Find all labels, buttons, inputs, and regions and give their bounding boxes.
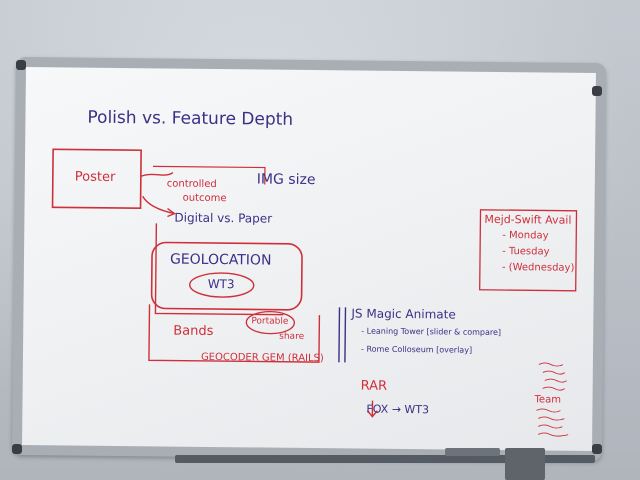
mejd-box (479, 209, 578, 292)
img-size-label: IMG size (256, 171, 316, 189)
share-label: share (279, 331, 305, 342)
bands-label: Bands (173, 323, 214, 340)
wt3-oval (189, 272, 255, 298)
frame-corner (12, 444, 22, 454)
geolocation-box (150, 241, 303, 311)
whiteboard: Polish vs. Feature Depth Poster controll… (22, 67, 596, 451)
digital-vs-paper-label: Digital vs. Paper (174, 210, 273, 226)
js-item-2: - Rome Colloseum [overlay] (361, 344, 473, 355)
eraser (445, 448, 500, 456)
js-title: JS Magic Animate (351, 306, 456, 322)
marker-drawings (51, 148, 578, 437)
mejd-day-2: - Tuesday (502, 246, 550, 258)
mejd-title: Mejd-Swift Avail (484, 212, 572, 227)
mount-clip (505, 448, 545, 480)
portable-label: Portable (251, 316, 289, 327)
poster-box (51, 148, 142, 210)
rar-label: RAR (360, 378, 388, 394)
poster-label: Poster (74, 169, 116, 185)
geolocation-label: GEOLOCATION (169, 251, 272, 269)
board-title: Polish vs. Feature Depth (87, 107, 294, 130)
marker-tray (175, 455, 595, 463)
mejd-day-1: - Monday (502, 230, 549, 242)
controlled-label: controlled (166, 178, 217, 191)
frame-corner (16, 60, 26, 70)
team-label: Team (534, 394, 562, 406)
portable-oval (245, 310, 295, 335)
outcome-label: outcome (182, 192, 227, 205)
frame-corner (592, 86, 602, 96)
wt3-label: WT3 (207, 276, 235, 292)
mejd-day-3: - (Wednesday) (501, 262, 575, 274)
js-item-1: - Leaning Tower [slider & compare] (361, 326, 502, 338)
fox-wt3-label: FOX → WT3 (366, 402, 430, 417)
geocoder-label: GEOCODER GEM (RAILS) (200, 351, 324, 365)
frame-corner (592, 444, 602, 454)
